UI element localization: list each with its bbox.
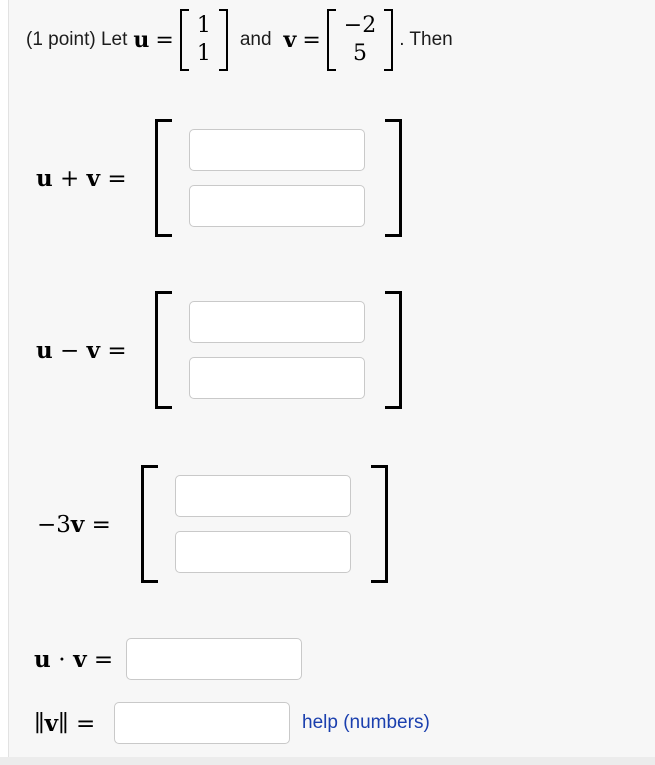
u-entry-2: 1 xyxy=(196,41,211,66)
equals-sign: = xyxy=(93,646,114,673)
u-plus-v-entry-2-input[interactable] xyxy=(189,185,365,227)
right-bracket-icon xyxy=(218,9,228,71)
u-plus-v-entries xyxy=(189,119,365,237)
v-symbol: v xyxy=(86,164,101,192)
minus-3v-entry-2-input[interactable] xyxy=(175,531,351,573)
left-bracket-icon xyxy=(155,291,172,409)
u-minus-v-entry-2-input[interactable] xyxy=(189,357,365,399)
right-bracket-icon xyxy=(384,9,394,71)
u-minus-v-matrix xyxy=(155,291,402,409)
v-symbol: v xyxy=(86,336,101,364)
right-bracket-icon xyxy=(385,291,402,409)
row-u-minus-v: u − v = xyxy=(9,291,655,409)
u-symbol: u xyxy=(36,336,53,364)
left-bracket-icon xyxy=(141,465,158,583)
v-symbol: v xyxy=(70,510,85,538)
help-numbers-link[interactable]: help (numbers) xyxy=(302,712,430,733)
u-plus-v-matrix xyxy=(155,119,402,237)
u-minus-v-label: u − v = xyxy=(36,337,155,364)
equals-sign: = xyxy=(107,337,127,364)
equals-sign: = xyxy=(302,27,321,53)
left-bracket-icon xyxy=(326,9,336,71)
row-u-dot-v: u ⋅ v = xyxy=(9,638,655,680)
minus-3v-entries xyxy=(175,465,351,583)
row-u-plus-v: u + v = xyxy=(9,119,655,237)
u-matrix: 1 1 xyxy=(179,9,228,71)
norm-bars: ∥ xyxy=(58,710,69,737)
problem-statement: (1 point) Let u = 1 1 and v = −2 5 . The… xyxy=(9,0,655,72)
problem-panel: (1 point) Let u = 1 1 and v = −2 5 . The… xyxy=(8,0,655,757)
row-minus-3v: −3v = xyxy=(9,465,655,583)
and-text: and xyxy=(239,29,272,50)
u-plus-v-label: u + v = xyxy=(36,165,155,192)
left-bracket-icon xyxy=(155,119,172,237)
coefficient: −3 xyxy=(37,511,71,538)
points-and-let-text: (1 point) Let xyxy=(26,29,128,50)
equals-sign: = xyxy=(91,511,111,538)
u-matrix-entries: 1 1 xyxy=(189,9,219,71)
v-matrix-entries: −2 5 xyxy=(336,9,384,71)
left-bracket-icon xyxy=(179,9,189,71)
norm-v-label: ∥v∥ = xyxy=(34,710,114,737)
v-matrix: −2 5 xyxy=(326,9,394,71)
dot-operator: ⋅ xyxy=(58,646,66,673)
equals-sign: = xyxy=(75,710,96,737)
minus-sign: − xyxy=(60,337,80,364)
u-plus-v-entry-1-input[interactable] xyxy=(189,129,365,171)
plus-sign: + xyxy=(60,165,80,192)
v-symbol: v xyxy=(283,27,297,53)
row-norm-v: ∥v∥ = help (numbers) xyxy=(9,702,655,744)
u-entry-1: 1 xyxy=(196,13,211,38)
right-bracket-icon xyxy=(385,119,402,237)
minus-3v-matrix xyxy=(141,465,388,583)
right-bracket-icon xyxy=(371,465,388,583)
norm-bars: ∥ xyxy=(34,710,45,737)
norm-v-input[interactable] xyxy=(114,702,290,744)
u-dot-v-label: u ⋅ v = xyxy=(34,646,126,673)
u-symbol: u xyxy=(36,164,53,192)
minus-3v-entry-1-input[interactable] xyxy=(175,475,351,517)
minus-3v-label: −3v = xyxy=(37,511,141,538)
equals-sign: = xyxy=(155,27,174,53)
then-text: . Then xyxy=(399,29,453,50)
u-minus-v-entries xyxy=(189,291,365,409)
u-minus-v-entry-1-input[interactable] xyxy=(189,301,365,343)
bottom-divider xyxy=(0,757,655,765)
equals-sign: = xyxy=(107,165,127,192)
v-symbol: v xyxy=(73,645,87,673)
u-dot-v-input[interactable] xyxy=(126,638,302,680)
v-entry-2: 5 xyxy=(353,41,367,66)
v-entry-1: −2 xyxy=(343,13,377,38)
u-symbol: u xyxy=(34,645,51,673)
v-symbol: v xyxy=(44,709,58,737)
u-symbol: u xyxy=(133,27,150,53)
